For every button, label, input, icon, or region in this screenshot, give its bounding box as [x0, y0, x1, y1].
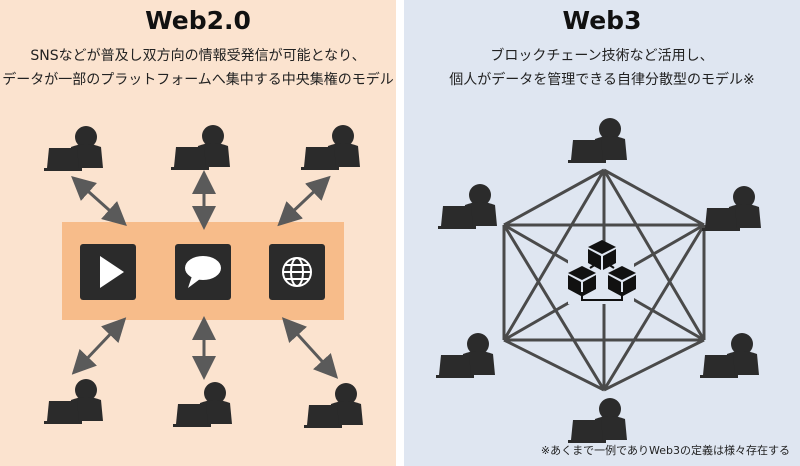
user-icon [436, 333, 495, 378]
web2-description: SNSなどが普及し双方向の情報受発信が可能となり、 データが一部のプラットフォー… [0, 44, 396, 92]
arrow-bottom-right [281, 317, 339, 379]
network-link [503, 168, 605, 227]
user-icon [568, 118, 627, 163]
play-icon [80, 244, 136, 300]
user-icon [171, 125, 230, 170]
network-link [602, 224, 706, 391]
web3-desc-line1: ブロックチェーン技術など活用し、 [490, 48, 714, 64]
arrow-top-left [71, 175, 127, 227]
arrow-bottom-left [71, 317, 127, 375]
web3-panel: Web3 ブロックチェーン技術など活用し、 個人がデータを管理できる自律分散型の… [404, 0, 800, 466]
web2-diagram [44, 125, 363, 428]
web3-description: ブロックチェーン技術など活用し、 個人がデータを管理できる自律分散型のモデル※ [404, 44, 800, 92]
globe-icon [269, 244, 325, 300]
user-icon [304, 383, 363, 428]
user-icon [700, 333, 759, 378]
network-link [603, 168, 705, 227]
user-icon [438, 184, 497, 229]
web2-desc-line2: データが一部のプラットフォームへ集中する中央集権のモデル [2, 72, 394, 88]
network-link [502, 224, 606, 391]
web3-title: Web3 [562, 6, 642, 35]
user-icon [44, 126, 103, 171]
network-link [503, 338, 605, 392]
user-icon [568, 398, 627, 443]
web2-desc-line1: SNSなどが普及し双方向の情報受発信が可能となり、 [30, 48, 366, 64]
user-icon [301, 125, 360, 170]
user-icon [44, 379, 103, 424]
network-link [603, 338, 705, 392]
web3-desc-line2: 個人がデータを管理できる自律分散型のモデル※ [449, 72, 755, 88]
web2-title: Web2.0 [145, 6, 251, 35]
web2-panel: Web2.0 SNSなどが普及し双方向の情報受発信が可能となり、 データが一部の… [0, 0, 396, 466]
blockchain-cubes-icon [568, 240, 636, 304]
web3-footnote: ※あくまで一例でありWeb3の定義は様々存在する [540, 444, 790, 457]
arrow-top-right [277, 175, 331, 227]
user-icon [702, 186, 761, 231]
chat-bubble-icon [175, 244, 231, 300]
web3-diagram [436, 118, 761, 443]
user-icon [173, 382, 232, 427]
